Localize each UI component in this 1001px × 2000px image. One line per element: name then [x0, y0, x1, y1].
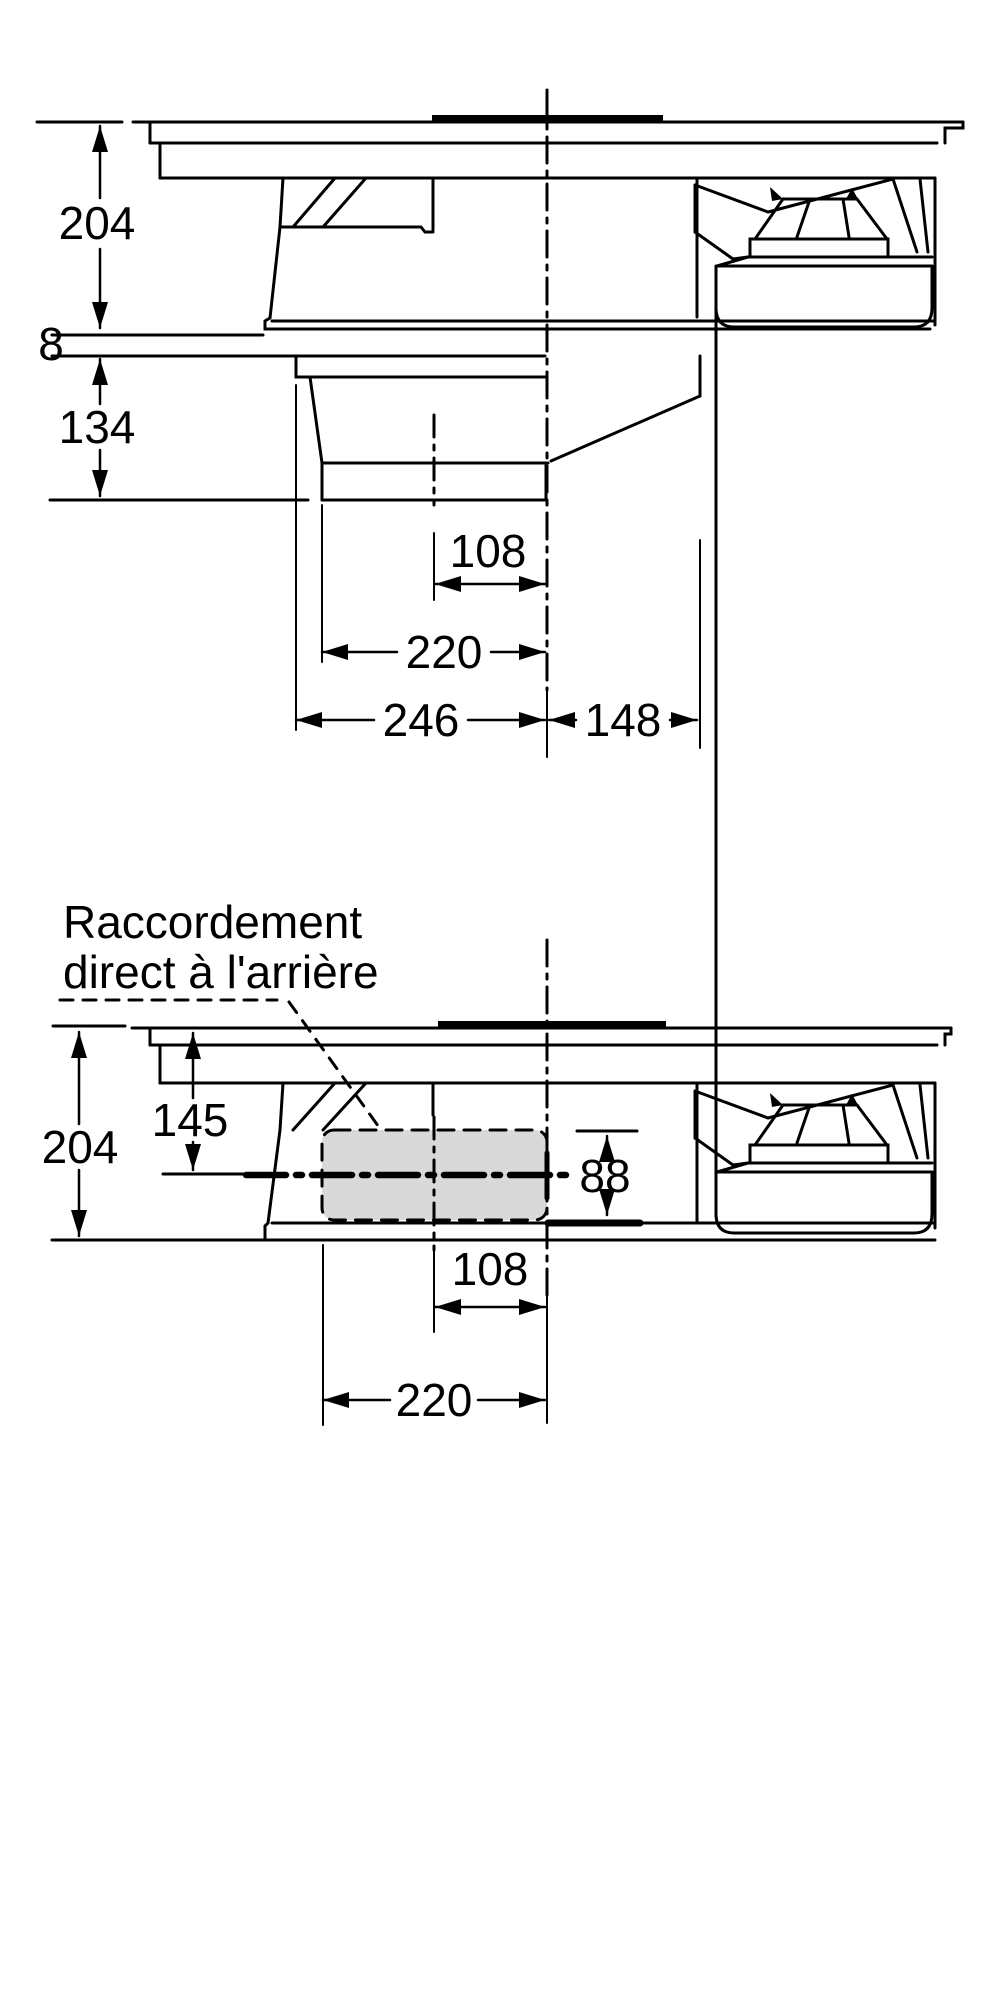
fan-unit: [693, 177, 934, 1218]
impeller-ear-left: [770, 187, 783, 201]
bottom-view-section: Raccordement direct à l'arrière: [42, 896, 953, 1426]
annotation-line2: direct à l'arrière: [63, 946, 379, 998]
leader-dashed-diagonal: [287, 1000, 396, 1150]
blower-housing: [714, 1170, 934, 1235]
dim-label-145: 145: [152, 1094, 229, 1146]
motor-plate: [748, 237, 890, 259]
hatch-line: [291, 176, 337, 229]
dim-label-108-bottom: 108: [452, 1243, 529, 1295]
dim-label-134: 134: [59, 401, 136, 453]
worktop-right-step: [943, 120, 965, 145]
brace: [891, 177, 919, 254]
impeller-ear-left: [770, 1093, 783, 1107]
inlet-funnel: [278, 176, 435, 234]
brace: [918, 177, 930, 254]
hatch-line: [291, 1081, 337, 1132]
impeller: [753, 197, 889, 241]
brace: [891, 1083, 919, 1160]
impeller-ear-right: [846, 188, 858, 199]
dimensions-bottom-view: [71, 1030, 615, 1408]
body-left-wall: [268, 225, 282, 320]
vent-grille-bar: [438, 1021, 666, 1028]
top-view-section: 204 8 134 108 220 246 148: [35, 88, 965, 1218]
dim-label-220-top: 220: [406, 626, 483, 678]
collar-bracket-left: [294, 354, 314, 379]
inlet-funnel: [278, 1081, 435, 1132]
duct-transition-diagonal: [549, 394, 702, 463]
hatch-line: [321, 176, 368, 229]
dim-label-246: 246: [383, 694, 460, 746]
dim-label-204-top: 204: [59, 197, 136, 249]
dim-label-148: 148: [585, 694, 662, 746]
motor-plate: [748, 1143, 890, 1165]
dim-label-8: 8: [38, 318, 64, 370]
dim-label-220-bottom: 220: [396, 1374, 473, 1426]
dimensions-top-view: [92, 124, 699, 728]
vent-grille-bar: [432, 115, 663, 122]
hatch-line: [321, 1081, 368, 1132]
fan-unit: [693, 1083, 934, 1235]
body-bottom-lip: [263, 1221, 270, 1242]
impeller-ear-right: [846, 1094, 858, 1105]
exhaust-duct: [308, 375, 702, 502]
dim-label-108-top: 108: [450, 525, 527, 577]
dim-label-204-bottom: 204: [42, 1121, 119, 1173]
impeller: [753, 1103, 889, 1147]
body-bottom-lip: [263, 316, 932, 331]
blower-housing: [714, 264, 934, 1218]
brace: [918, 1083, 930, 1160]
worktop-right-step: [943, 1026, 953, 1047]
dim-label-88: 88: [579, 1150, 630, 1202]
annotation-line1: Raccordement: [63, 896, 362, 948]
